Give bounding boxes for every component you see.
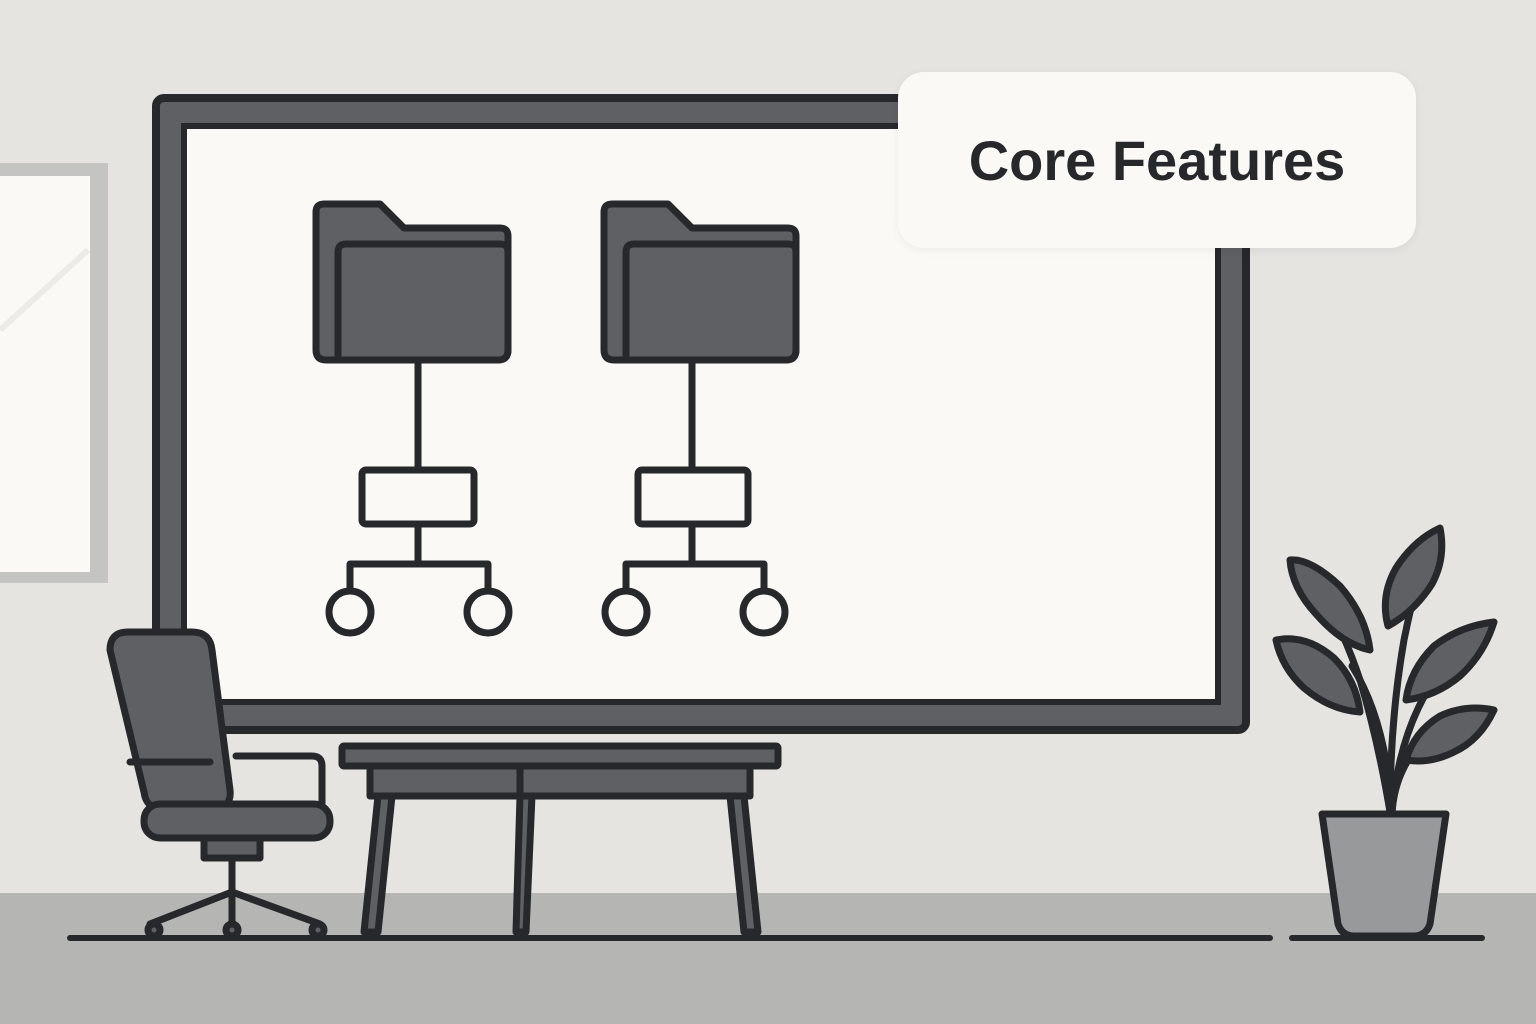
title-text: Core Features [968,128,1346,192]
desk-icon [338,742,782,936]
floor [0,893,1536,1024]
wall-window [0,163,108,583]
folder-hierarchy-icon [600,200,800,637]
office-chair-icon [106,628,334,940]
title-card: Core Features [898,72,1416,248]
folder-hierarchy-icon [312,200,513,637]
